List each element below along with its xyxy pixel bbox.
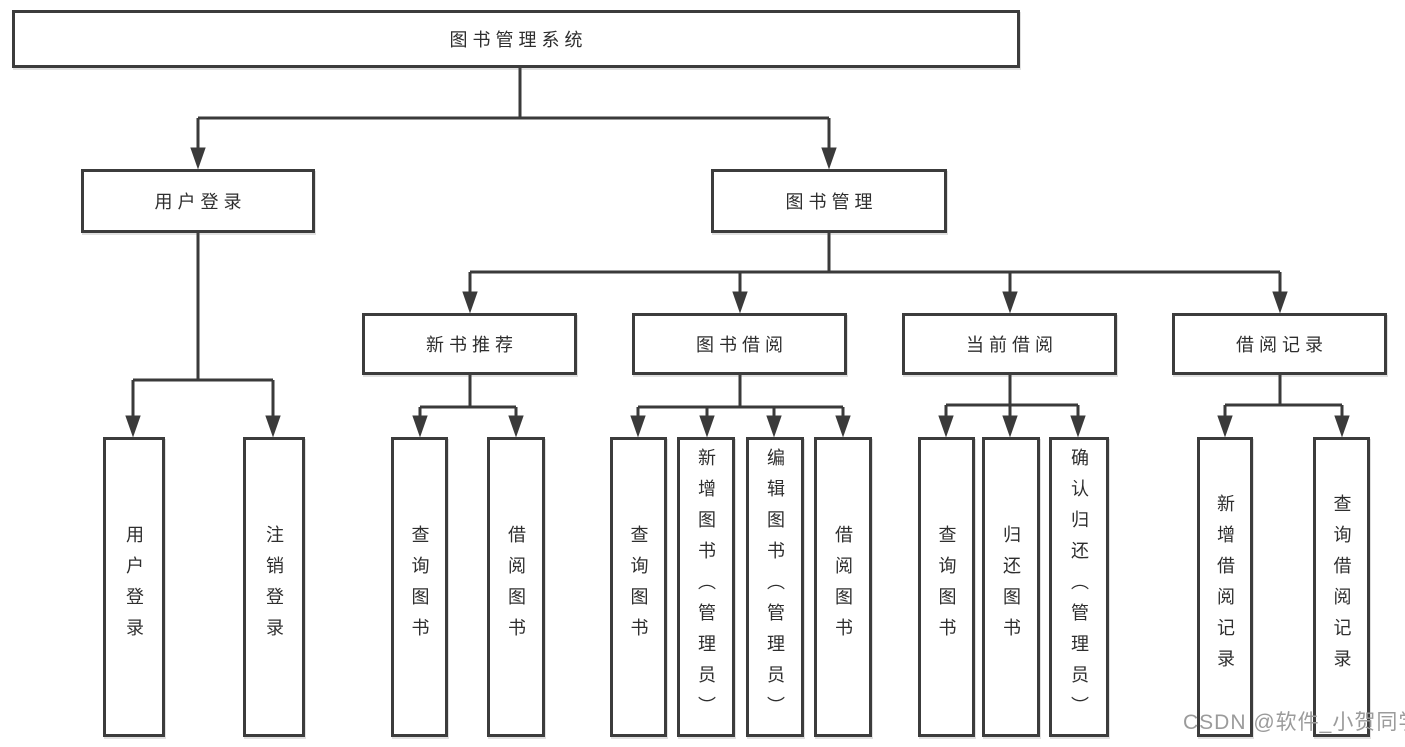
node-new-book-rec-label: 新书推荐 bbox=[426, 335, 518, 355]
connector-current-borrow-to-leaves bbox=[938, 375, 1086, 438]
arrow-down-icon bbox=[699, 415, 715, 438]
leaf-borrow-add-books-admin: 新增图书（管理员） bbox=[677, 437, 735, 737]
arrow-down-icon bbox=[1002, 291, 1018, 314]
arrow-down-icon bbox=[821, 147, 837, 170]
leaf-borrow-borrow-books: 借阅图书 bbox=[814, 437, 872, 737]
connector-root-to-level2 bbox=[190, 68, 837, 170]
leaf-newbook-borrow-books: 借阅图书 bbox=[487, 437, 545, 737]
node-borrow-records: 借阅记录 bbox=[1172, 313, 1387, 375]
connector-borrow-records-to-leaves bbox=[1217, 375, 1350, 438]
arrow-down-icon bbox=[1002, 415, 1018, 438]
leaf-current-confirm-return-admin: 确认归还（管理员） bbox=[1049, 437, 1109, 737]
leaf-newbook-borrow-books-label: 借阅图书 bbox=[506, 525, 526, 649]
arrow-down-icon bbox=[1217, 415, 1233, 438]
arrow-down-icon bbox=[835, 415, 851, 438]
leaf-current-query-books-label: 查询图书 bbox=[936, 525, 957, 649]
leaf-user-login-label: 用户登录 bbox=[124, 525, 144, 649]
leaf-current-return-books-label: 归还图书 bbox=[1001, 525, 1021, 649]
arrow-down-icon bbox=[508, 415, 524, 438]
csdn-watermark: CSDN @软件_小贺同学 bbox=[1183, 711, 1405, 734]
connector-user-login-to-leaves bbox=[125, 233, 281, 438]
leaf-logout-label: 注销登录 bbox=[264, 525, 284, 649]
leaf-borrow-edit-books-admin: 编辑图书（管理员） bbox=[746, 437, 804, 737]
arrow-down-icon bbox=[190, 147, 206, 170]
connector-book-borrow-to-leaves bbox=[630, 375, 851, 438]
arrow-down-icon bbox=[1272, 291, 1288, 314]
leaf-records-add-record: 新增借阅记录 bbox=[1197, 437, 1253, 737]
arrow-down-icon bbox=[1070, 415, 1086, 438]
node-book-borrow-label: 图书借阅 bbox=[696, 335, 788, 355]
node-root: 图书管理系统 bbox=[12, 10, 1020, 68]
arrow-down-icon bbox=[125, 415, 141, 438]
leaf-borrow-query-books-label: 查询图书 bbox=[628, 525, 649, 649]
node-borrow-records-label: 借阅记录 bbox=[1236, 335, 1328, 355]
leaf-newbook-query-books-label: 查询图书 bbox=[409, 525, 430, 649]
leaf-current-confirm-return-admin-label: 确认归还（管理员） bbox=[1069, 447, 1089, 727]
connector-new-book-rec-to-leaves bbox=[412, 375, 524, 438]
arrow-down-icon bbox=[630, 415, 646, 438]
connector-book-mgmt-to-level3 bbox=[462, 233, 1288, 314]
leaf-logout: 注销登录 bbox=[243, 437, 305, 737]
leaf-borrow-borrow-books-label: 借阅图书 bbox=[833, 525, 853, 649]
arrow-down-icon bbox=[732, 291, 748, 314]
leaf-borrow-edit-books-admin-label: 编辑图书（管理员） bbox=[765, 447, 785, 727]
arrow-down-icon bbox=[462, 291, 478, 314]
leaf-borrow-query-books: 查询图书 bbox=[610, 437, 667, 737]
node-user-login: 用户登录 bbox=[81, 169, 315, 233]
node-current-borrow-label: 当前借阅 bbox=[966, 335, 1058, 355]
node-new-book-rec: 新书推荐 bbox=[362, 313, 577, 375]
leaf-current-query-books: 查询图书 bbox=[918, 437, 975, 737]
node-book-borrow: 图书借阅 bbox=[632, 313, 847, 375]
node-book-mgmt: 图书管理 bbox=[711, 169, 947, 233]
leaf-records-query-record: 查询借阅记录 bbox=[1313, 437, 1370, 737]
leaf-records-add-record-label: 新增借阅记录 bbox=[1215, 494, 1235, 680]
arrow-down-icon bbox=[412, 415, 428, 438]
arrow-down-icon bbox=[766, 415, 782, 438]
node-root-label: 图书管理系统 bbox=[449, 30, 588, 50]
leaf-newbook-query-books: 查询图书 bbox=[391, 437, 448, 737]
arrow-down-icon bbox=[265, 415, 281, 438]
arrow-down-icon bbox=[938, 415, 954, 438]
leaf-records-query-record-label: 查询借阅记录 bbox=[1331, 494, 1352, 680]
node-user-login-label: 用户登录 bbox=[154, 192, 247, 212]
leaf-borrow-add-books-admin-label: 新增图书（管理员） bbox=[696, 447, 716, 727]
node-current-borrow: 当前借阅 bbox=[902, 313, 1117, 375]
leaf-user-login: 用户登录 bbox=[103, 437, 165, 737]
leaf-current-return-books: 归还图书 bbox=[982, 437, 1040, 737]
arrow-down-icon bbox=[1334, 415, 1350, 438]
node-book-mgmt-label: 图书管理 bbox=[785, 192, 878, 212]
